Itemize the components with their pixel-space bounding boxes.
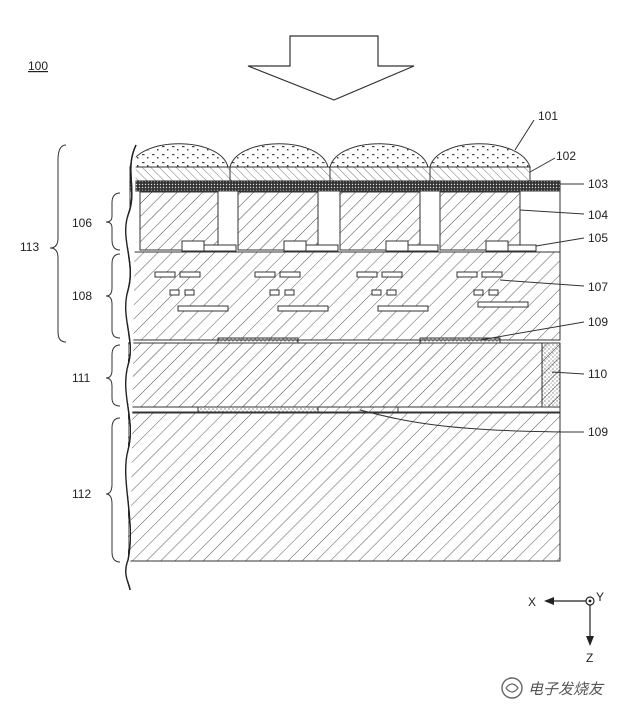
transfer-gates: [181, 240, 537, 252]
leader-lines: [359, 119, 585, 433]
label-110: 110: [588, 367, 607, 381]
label-106: 106: [72, 216, 92, 230]
wiring-layer: [129, 251, 561, 341]
planarization-layer: [129, 180, 561, 192]
label-101: 101: [538, 109, 558, 123]
signal-processing-layer: [127, 342, 561, 408]
wiring-traces: [154, 271, 529, 312]
coordinate-axes: [544, 596, 595, 646]
label-108: 108: [72, 289, 92, 303]
label-103: 103: [588, 177, 608, 191]
label-105: 105: [588, 231, 608, 245]
axis-y-label: Y: [596, 590, 604, 604]
through-electrode: [541, 342, 561, 408]
label-100: 100: [28, 59, 48, 73]
axis-z-label: Z: [586, 651, 593, 665]
microlens-array: [129, 143, 531, 168]
label-109-upper: 109: [588, 315, 608, 329]
label-109-lower: 109: [588, 425, 608, 439]
braces: [49, 144, 121, 563]
label-113: 113: [20, 240, 39, 254]
label-104: 104: [588, 208, 608, 222]
label-112: 112: [72, 487, 91, 501]
watermark: 电子发烧友: [501, 677, 605, 699]
watermark-logo-icon: [501, 677, 523, 699]
incident-light-arrow: [247, 35, 415, 101]
bonding-pads-lower: [127, 406, 561, 414]
watermark-text: 电子发烧友: [528, 680, 605, 698]
axis-x-label: X: [528, 595, 536, 609]
support-substrate: [127, 412, 561, 562]
label-111: 111: [72, 371, 91, 385]
label-102: 102: [556, 149, 576, 163]
label-107: 107: [588, 280, 608, 294]
